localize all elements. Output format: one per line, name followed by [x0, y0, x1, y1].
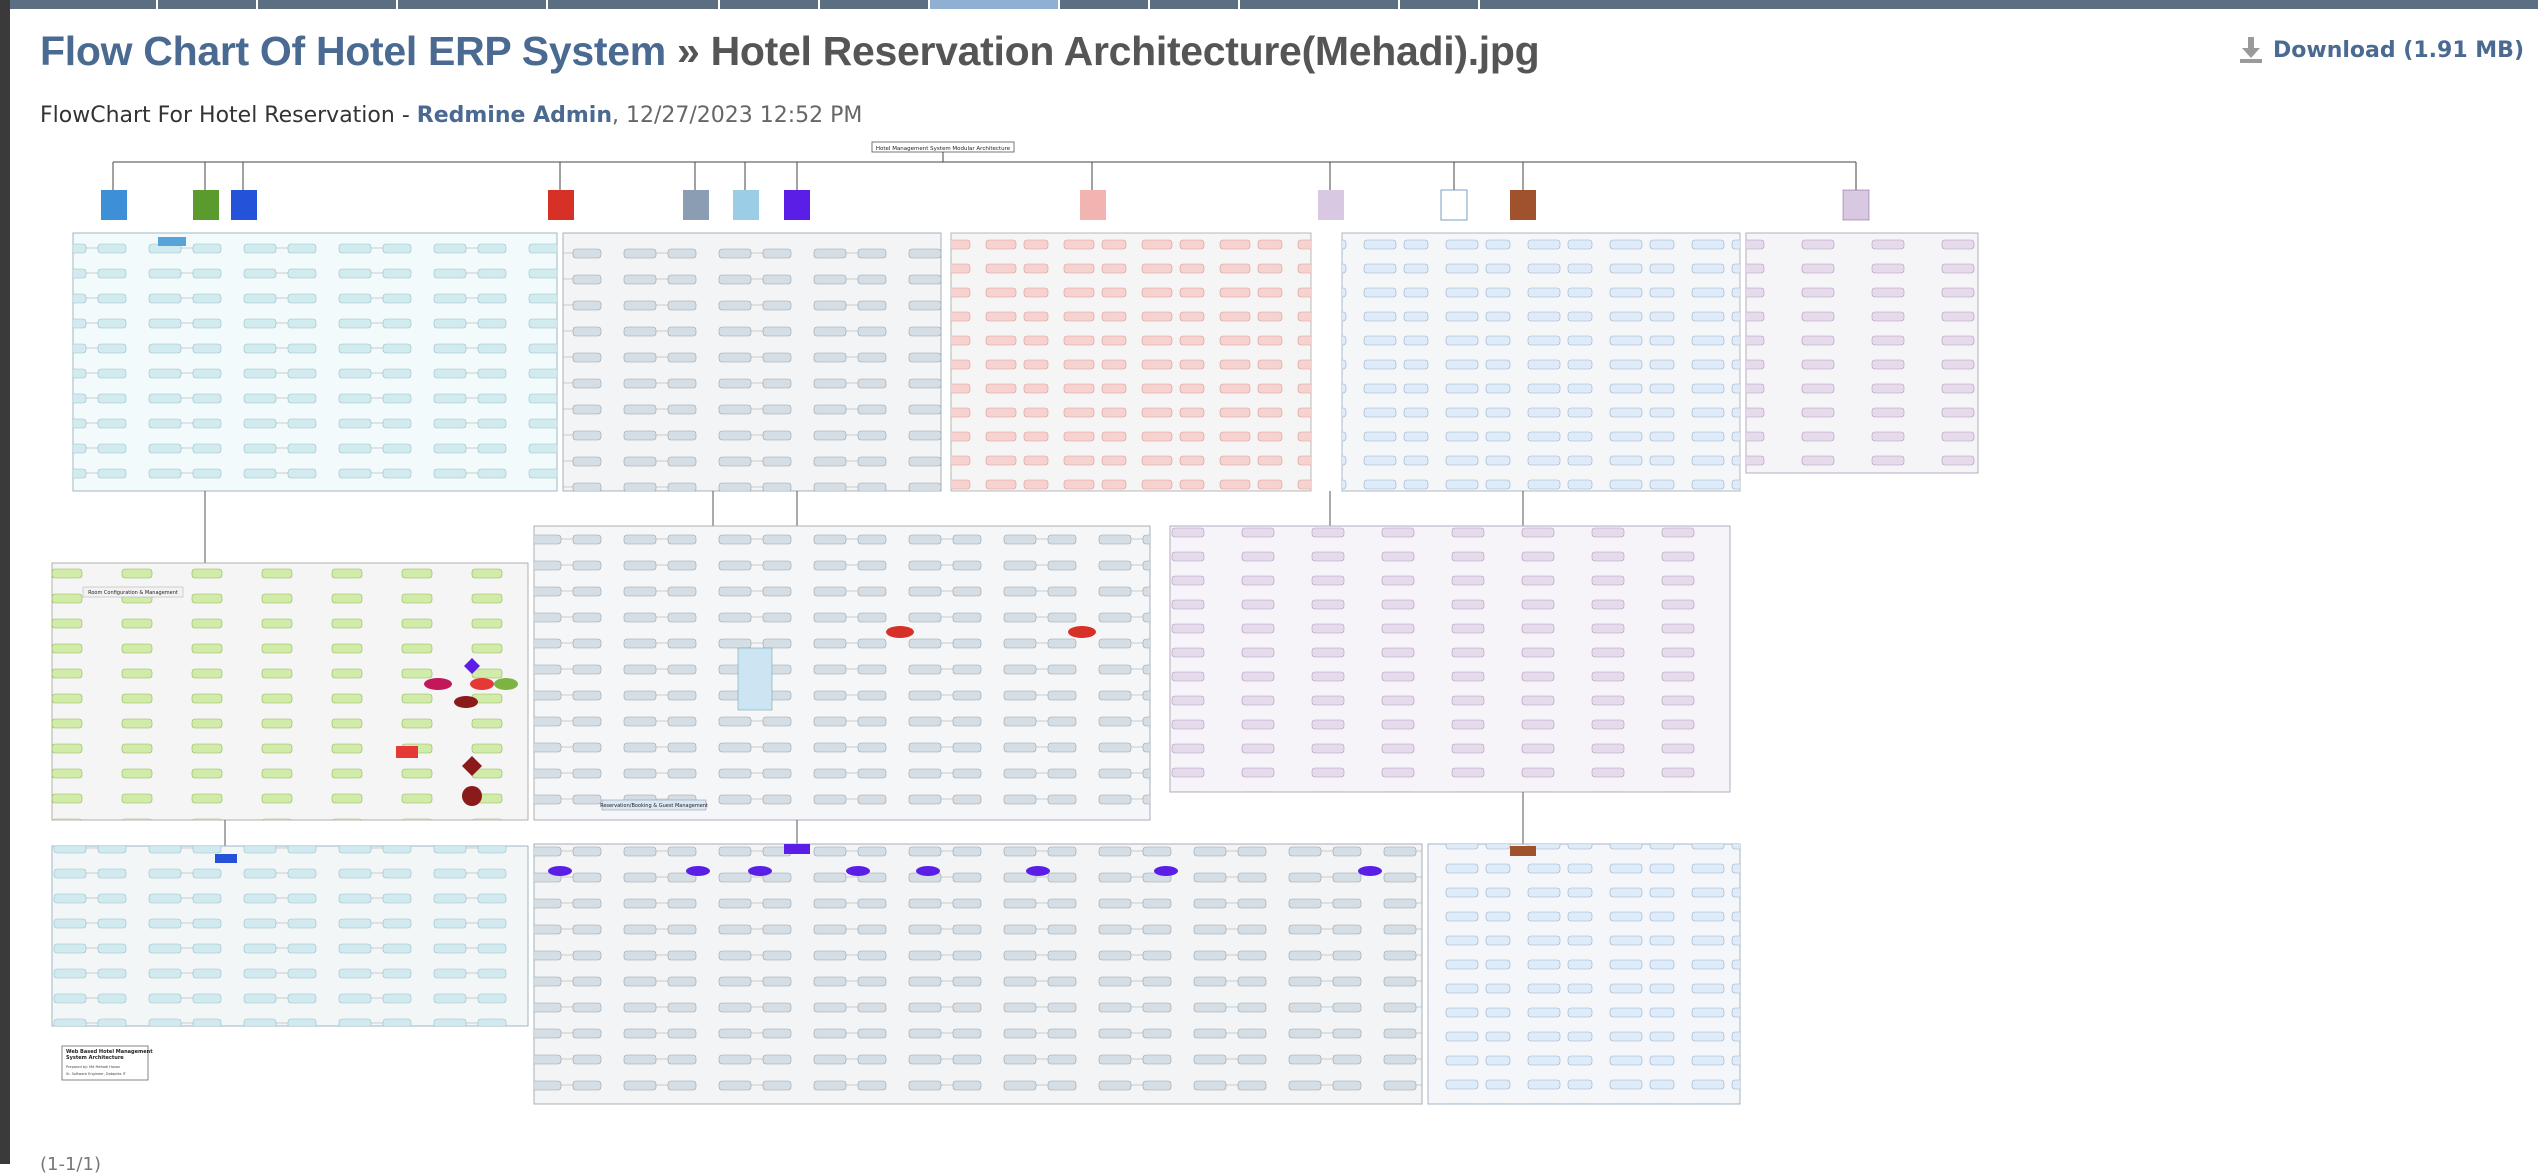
file-name: Hotel Reservation Architecture(Mehadi).j…: [710, 28, 1540, 74]
nav-tab-active[interactable]: [930, 0, 1060, 9]
download-icon: [2240, 37, 2263, 63]
nav-tab[interactable]: [820, 0, 930, 9]
legend-title-1: Web Based Hotel Management: [66, 1049, 153, 1055]
reservation-section-label: Reservation/Booking & Guest Management: [600, 803, 708, 809]
download-label: Download (1.91 MB): [2273, 37, 2524, 63]
author-link[interactable]: Redmine Admin: [416, 103, 612, 128]
attachment-meta: FlowChart For Hotel Reservation - Redmin…: [40, 103, 862, 128]
meta-dash: -: [394, 103, 417, 128]
left-rail: [0, 0, 10, 1164]
title-separator: »: [676, 28, 700, 74]
nav-tab[interactable]: [720, 0, 820, 9]
attachment-description: FlowChart For Hotel Reservation: [40, 103, 395, 128]
nav-tab[interactable]: [10, 0, 158, 9]
nav-tab[interactable]: [398, 0, 548, 9]
top-navigation: [10, 0, 2540, 9]
nav-tab[interactable]: [1480, 0, 2540, 9]
diagram-title: Hotel Management System Modular Architec…: [876, 146, 1011, 152]
nav-tab[interactable]: [1240, 0, 1400, 9]
page-title: Flow Chart Of Hotel ERP System » Hotel R…: [40, 28, 1540, 75]
flowchart-svg: Hotel Management System Modular Architec…: [51, 141, 1979, 1105]
legend-credit-1: Prepared by: Md Mehadi Hasan: [66, 1065, 120, 1069]
project-link[interactable]: Flow Chart Of Hotel ERP System: [40, 28, 666, 74]
nav-tab[interactable]: [548, 0, 720, 9]
download-button[interactable]: Download (1.91 MB): [2239, 36, 2524, 64]
nav-tab[interactable]: [158, 0, 258, 9]
nav-tab[interactable]: [258, 0, 398, 9]
pagination: (1-1/1): [40, 1154, 101, 1175]
room-section-label: Room Configuration & Management: [88, 590, 178, 596]
nav-tab[interactable]: [1400, 0, 1480, 9]
flowchart-image: Hotel Management System Modular Architec…: [40, 138, 1980, 1142]
nav-tab[interactable]: [1150, 0, 1240, 9]
timestamp: , 12/27/2023 12:52 PM: [611, 103, 863, 128]
legend-credit-2: Sr. Software Engineer, Dataplex IT: [66, 1072, 127, 1076]
nav-tab[interactable]: [1060, 0, 1150, 9]
legend-title-2: System Architecture: [66, 1055, 124, 1061]
